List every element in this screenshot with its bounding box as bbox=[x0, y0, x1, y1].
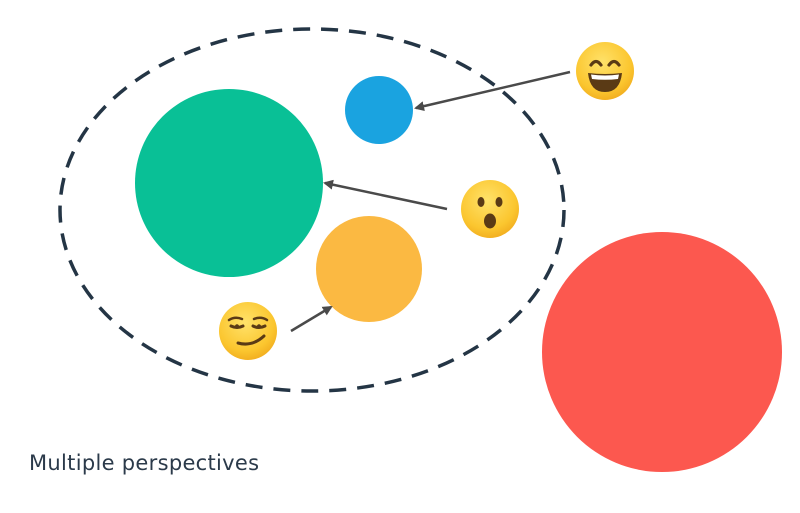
arrow-surprised-to-green bbox=[323, 179, 448, 211]
red-circle bbox=[542, 232, 782, 472]
orange-circle bbox=[316, 216, 422, 322]
smirking-face-icon bbox=[219, 302, 277, 360]
arrow-grinning-to-blue bbox=[414, 70, 571, 112]
diagram-caption: Multiple perspectives bbox=[29, 451, 259, 475]
group-boundary-ellipse bbox=[58, 27, 566, 393]
grinning-face-icon bbox=[576, 42, 634, 100]
arrow-smirking-to-orange bbox=[290, 305, 333, 333]
blue-circle bbox=[345, 76, 413, 144]
surprised-face-icon bbox=[461, 180, 519, 238]
green-circle bbox=[135, 89, 323, 277]
